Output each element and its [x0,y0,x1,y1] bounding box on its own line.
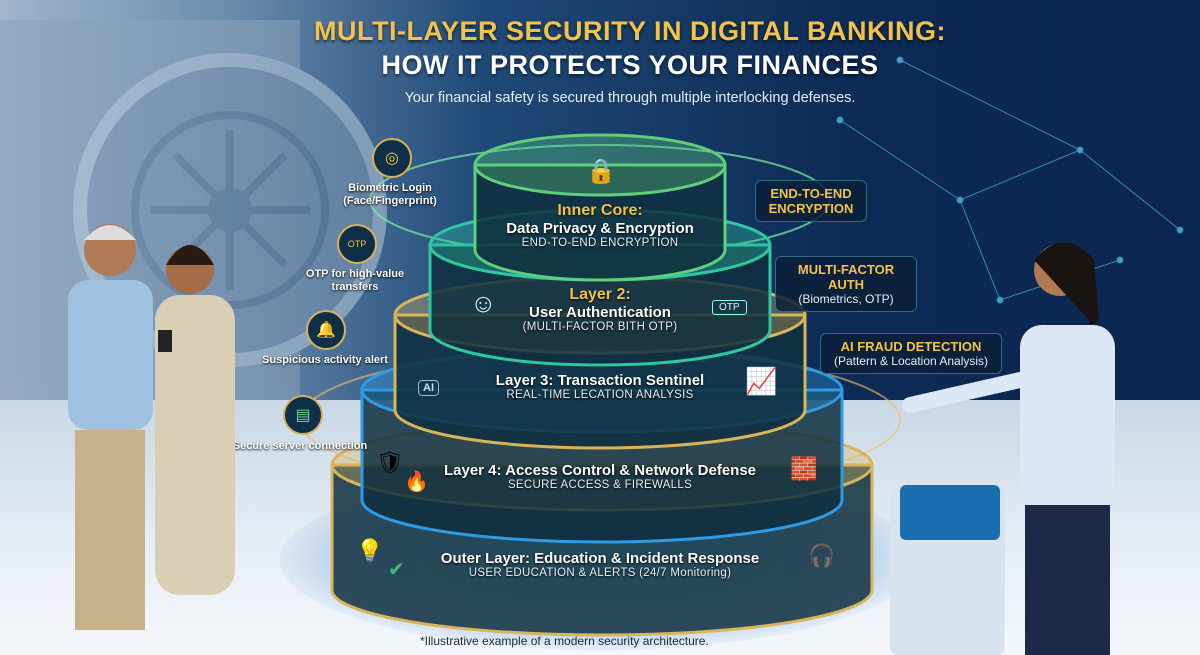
advisor-and-kiosk [890,242,1115,655]
feature-biometric: Biometric Login (Face/Fingerprint) [343,182,437,207]
support-agent-icon: 🎧 [808,543,836,568]
server-lock-icon: ▤ [283,395,323,435]
layer-outer: Outer Layer: Education & Incident Respon… [390,550,810,579]
callout-encryption: END-TO-END ENCRYPTION [755,180,867,222]
shield-icon: 🛡 [376,450,404,475]
layer-inner-core: Inner Core: Data Privacy & Encryption EN… [440,202,760,249]
subtitle: Your financial safety is secured through… [404,90,856,106]
security-layer-cylinder [473,133,727,282]
layer-title: Inner Core: [557,202,643,219]
layer-title: User Authentication [529,304,671,321]
chart-icon: 📈 [745,366,778,396]
layer-subtitle: USER EDUCATION & ALERTS (24/7 Monitoring… [468,567,732,579]
feature-alert: Suspicious activity alert [262,354,388,366]
layer-subtitle: (MULTI-FACTOR BITH OTP) [522,321,678,333]
title-line-1: MULTI-LAYER SECURITY IN DIGITAL BANKING: [313,16,946,46]
world-map-network [836,56,1184,304]
callout-title: MULTI-FACTOR AUTH [797,262,895,292]
vault-door [0,20,387,400]
layer-4: Layer 4: Access Control & Network Defens… [400,462,800,491]
layer-title: Layer 4: Access Control & Network Defens… [443,462,757,479]
layer-subtitle: END-TO-END ENCRYPTION [521,237,679,249]
callout-title: END-TO-END ENCRYPTION [768,186,854,216]
otp-icon: OTP [712,300,747,315]
title-line-2: HOW IT PROTECTS YOUR FINANCES [381,50,879,80]
lightbulb-icon: 💡 [356,538,384,563]
callout-subtitle: (Biometrics, OTP) [798,292,894,306]
shield-check-icon: ✔ [388,559,405,581]
alert-bell-icon: 🔔 [306,310,346,350]
callout-title: AI FRAUD DETECTION [840,339,982,354]
feature-server: Secure server connection [232,440,368,452]
layer-title: Data Privacy & Encryption [506,220,694,237]
kiosk-screen [900,485,1000,540]
layer-title: Layer 3: Transaction Sentinel [495,372,705,389]
phone [158,330,172,352]
callout-ai-fraud: AI FRAUD DETECTION (Pattern & Location A… [820,333,1002,374]
layer-subtitle: SECURE ACCESS & FIREWALLS [507,479,693,491]
otp-phone-icon: OTP [337,224,377,264]
ai-robot-icon: AI [418,380,439,396]
footnote: *Illustrative example of a modern securi… [420,634,709,648]
feature-otp: OTP for high-value transfers [305,268,405,293]
layer-title: Layer 2: [569,286,631,303]
layer-2: Layer 2: User Authentication (MULTI-FACT… [440,286,760,333]
cloud-firewall-icon: 🧱 [790,456,818,481]
layer-title: Outer Layer: Education & Incident Respon… [440,550,760,567]
couple-illustration [68,224,235,630]
fingerprint-icon: ◎ [372,138,412,178]
fire-icon: 🔥 [404,471,429,493]
face-id-icon: ☺ [470,288,497,318]
layer-3: Layer 3: Transaction Sentinel REAL-TIME … [460,372,740,401]
callout-subtitle: (Pattern & Location Analysis) [833,354,989,368]
layer-subtitle: REAL-TIME LECATION ANALYSIS [506,389,694,401]
lock-icon: 🔒 [586,158,616,185]
callout-mfa: MULTI-FACTOR AUTH (Biometrics, OTP) [775,256,917,312]
